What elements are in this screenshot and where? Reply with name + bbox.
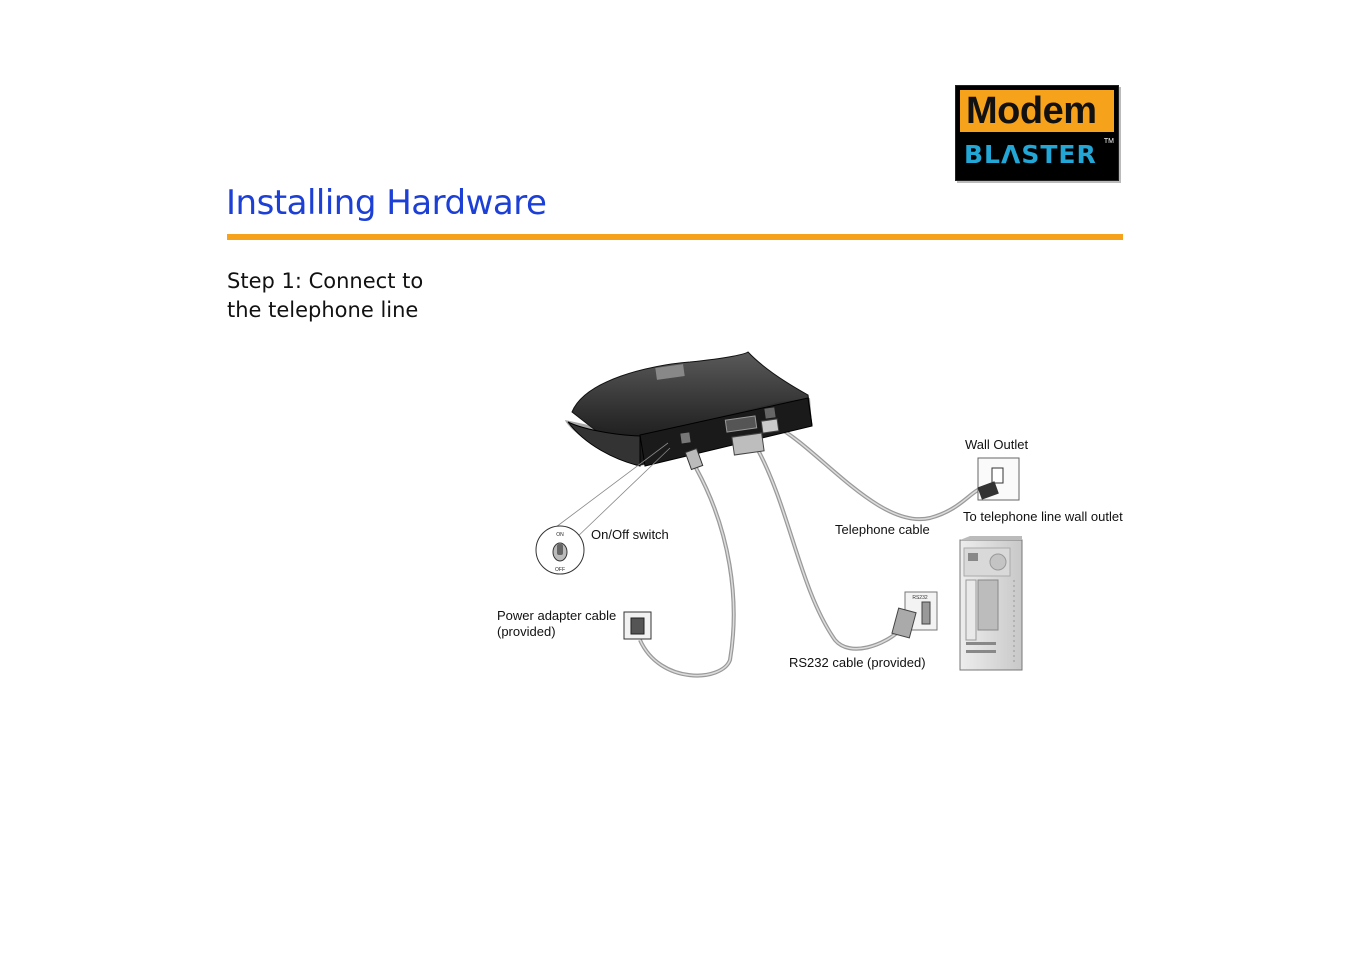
on-off-switch-label: On/Off switch xyxy=(591,527,669,542)
logo-blaster-text: BLΛSTER xyxy=(964,140,1097,169)
modem-device xyxy=(565,351,813,471)
pc-tower xyxy=(959,536,1023,671)
diagram-illustration: ON OFF xyxy=(535,351,1023,678)
rs232-port: RS232 xyxy=(891,591,938,639)
step-heading-line1: Step 1: Connect to xyxy=(227,269,424,293)
on-off-switch-callout: ON OFF xyxy=(535,525,585,575)
step-heading: Step 1: Connect to the telephone line xyxy=(227,267,487,325)
wall-outlet-destination-label: To telephone line wall outlet xyxy=(963,509,1123,524)
switch-on-text: ON xyxy=(556,532,564,538)
step-heading-line2: the telephone line xyxy=(227,298,419,322)
power-cable-highlight xyxy=(639,467,735,677)
power-adapter xyxy=(623,611,652,640)
rs232-cable-label: RS232 cable (provided) xyxy=(789,655,926,670)
connection-diagram: ON OFF xyxy=(490,340,1130,690)
rs232-port-text: RS232 xyxy=(912,595,928,601)
modem-blaster-logo: Modem BLΛSTER TM xyxy=(955,85,1119,181)
power-cable xyxy=(638,467,736,678)
power-adapter-label-line2: (provided) xyxy=(497,624,556,639)
logo-modem-text: Modem xyxy=(960,90,1114,132)
power-adapter-label-line1: Power adapter cable xyxy=(497,608,617,623)
switch-off-text: OFF xyxy=(555,567,565,573)
title-divider xyxy=(227,234,1123,240)
telephone-cable-highlight xyxy=(775,425,983,520)
telephone-cable-label: Telephone cable xyxy=(835,522,930,537)
wall-outlet xyxy=(977,457,1020,501)
wall-outlet-label: Wall Outlet xyxy=(965,437,1029,452)
rs232-cable xyxy=(756,449,902,651)
logo-trademark: TM xyxy=(1103,138,1114,145)
rs232-cable-highlight xyxy=(757,449,901,650)
page-title: Installing Hardware xyxy=(226,183,547,223)
